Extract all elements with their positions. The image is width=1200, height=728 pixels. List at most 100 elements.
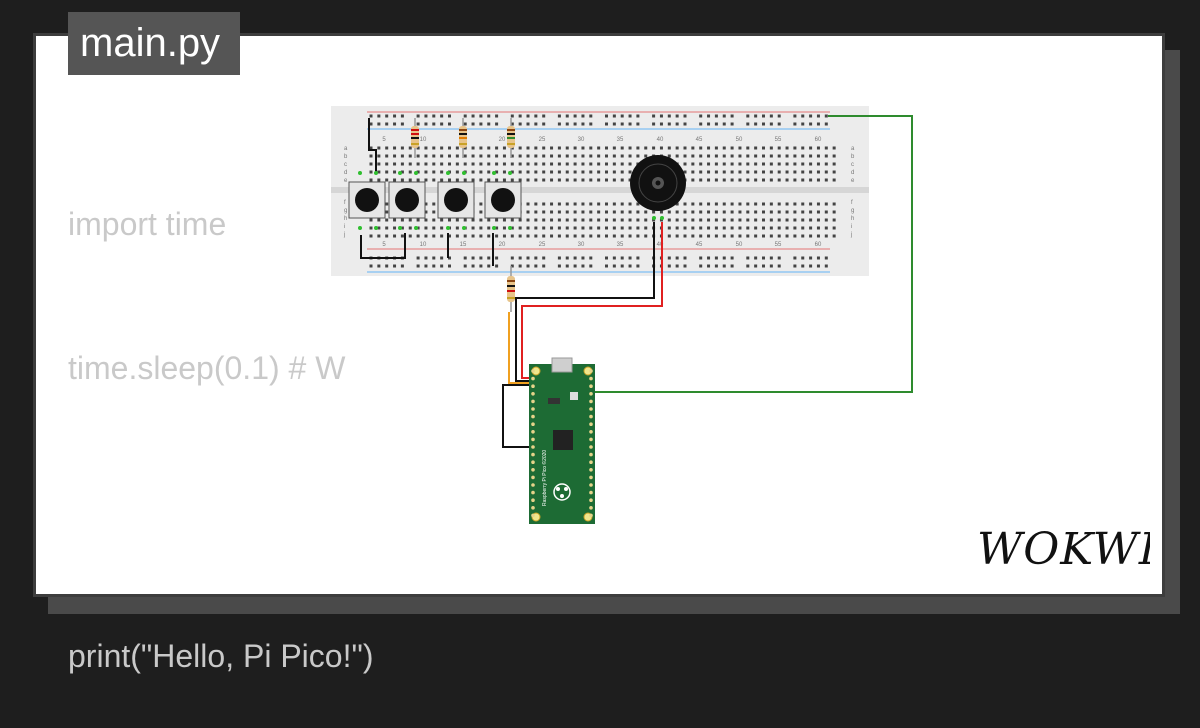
breadboard-hole [801, 256, 805, 260]
breadboard-hole [620, 210, 624, 214]
breadboard-hole [471, 170, 475, 174]
breadboard-hole [557, 170, 561, 174]
breadboard-hole [526, 256, 530, 260]
breadboard-hole [738, 162, 742, 166]
breadboard-hole [416, 264, 420, 268]
breadboard-hole [589, 146, 593, 150]
breadboard-hole [448, 122, 451, 126]
breadboard-hole [612, 234, 616, 238]
breadboard-hole [675, 114, 679, 118]
push-button[interactable] [388, 181, 426, 219]
buzzer[interactable] [630, 155, 686, 211]
breadboard-hole [754, 162, 758, 166]
breadboard-hole [636, 234, 640, 238]
push-button[interactable] [484, 181, 522, 219]
breadboard-hole [675, 146, 679, 150]
breadboard-hole [432, 162, 436, 166]
pin-markers [358, 171, 664, 230]
breadboard-hole [707, 264, 711, 268]
breadboard-hole [518, 178, 522, 182]
resistor[interactable] [411, 118, 419, 158]
breadboard-hole [487, 234, 491, 238]
breadboard-hole [448, 146, 451, 150]
breadboard-hole [628, 122, 632, 126]
breadboard-hole [471, 256, 475, 260]
breadboard-hole [636, 122, 640, 126]
breadboard-hole [416, 154, 420, 158]
breadboard-hole [573, 170, 577, 174]
breadboard-hole [667, 154, 671, 158]
breadboard-hole [400, 114, 404, 118]
breadboard-hole [463, 146, 467, 150]
breadboard-hole [542, 226, 546, 230]
breadboard-hole [573, 264, 577, 268]
breadboard-hole [683, 264, 687, 268]
breadboard-hole [628, 226, 632, 230]
pico-pin [531, 498, 535, 503]
resistor[interactable] [507, 118, 515, 158]
breadboard-hole [785, 210, 789, 214]
breadboard-hole [416, 122, 420, 126]
breadboard-hole [526, 202, 530, 206]
column-number: 60 [815, 242, 822, 248]
breadboard-hole [746, 226, 750, 230]
breadboard-hole [369, 170, 373, 174]
breadboard-hole [408, 170, 412, 174]
resistor[interactable] [507, 266, 515, 312]
breadboard-hole [793, 122, 797, 126]
breadboard-hole [612, 170, 616, 174]
breadboard-hole [455, 226, 459, 230]
column-number: 45 [696, 242, 703, 248]
breadboard-hole [573, 256, 577, 260]
breadboard-hole [667, 226, 671, 230]
breadboard-hole [754, 202, 758, 206]
breadboard-hole [534, 234, 538, 238]
breadboard-hole [699, 154, 703, 158]
breadboard-hole [777, 170, 781, 174]
breadboard-hole [605, 178, 608, 182]
breadboard-hole [612, 210, 616, 214]
breadboard-hole [824, 146, 828, 150]
breadboard-hole [448, 256, 451, 260]
breadboard-hole [809, 256, 813, 260]
breadboard-hole [557, 234, 561, 238]
breadboard-hole [471, 264, 475, 268]
breadboard-hole [589, 170, 593, 174]
pico-pin [589, 414, 593, 419]
breadboard-hole [573, 122, 577, 126]
breadboard-hole [448, 234, 451, 238]
row-letter: d [851, 170, 854, 176]
breadboard-hole [769, 210, 773, 214]
pico-pin [531, 490, 535, 495]
breadboard-hole [385, 210, 389, 214]
pico-board[interactable]: Raspberry Pi Pico ©2020 [529, 357, 595, 524]
pico-pin [531, 468, 535, 472]
breadboard-hole [801, 218, 805, 222]
wokwi-logo: WOKWI [977, 524, 1150, 575]
breadboard-hole [816, 256, 820, 260]
breadboard-hole [722, 114, 726, 118]
breadboard-hole [707, 202, 711, 206]
breadboard-hole [377, 162, 381, 166]
file-tab[interactable]: main.py [68, 12, 240, 75]
breadboard-hole [769, 146, 773, 150]
breadboard-hole [510, 234, 514, 238]
push-button[interactable] [348, 181, 386, 219]
breadboard-hole [518, 122, 522, 126]
row-letter: g [851, 208, 854, 214]
breadboard-hole [777, 114, 781, 118]
breadboard-hole [675, 154, 679, 158]
column-number: 15 [460, 242, 467, 248]
push-button[interactable] [437, 181, 475, 219]
breadboard-hole [471, 226, 475, 230]
breadboard-hole [707, 226, 711, 230]
breadboard-hole [707, 218, 711, 222]
breadboard-hole [675, 264, 679, 268]
breadboard-hole [762, 122, 765, 126]
pico-pin [531, 376, 535, 381]
center-channel [331, 187, 869, 193]
resistor[interactable] [459, 118, 467, 158]
breadboard-hole [424, 218, 428, 222]
breadboard-hole [385, 114, 389, 118]
breadboard-hole [377, 234, 381, 238]
